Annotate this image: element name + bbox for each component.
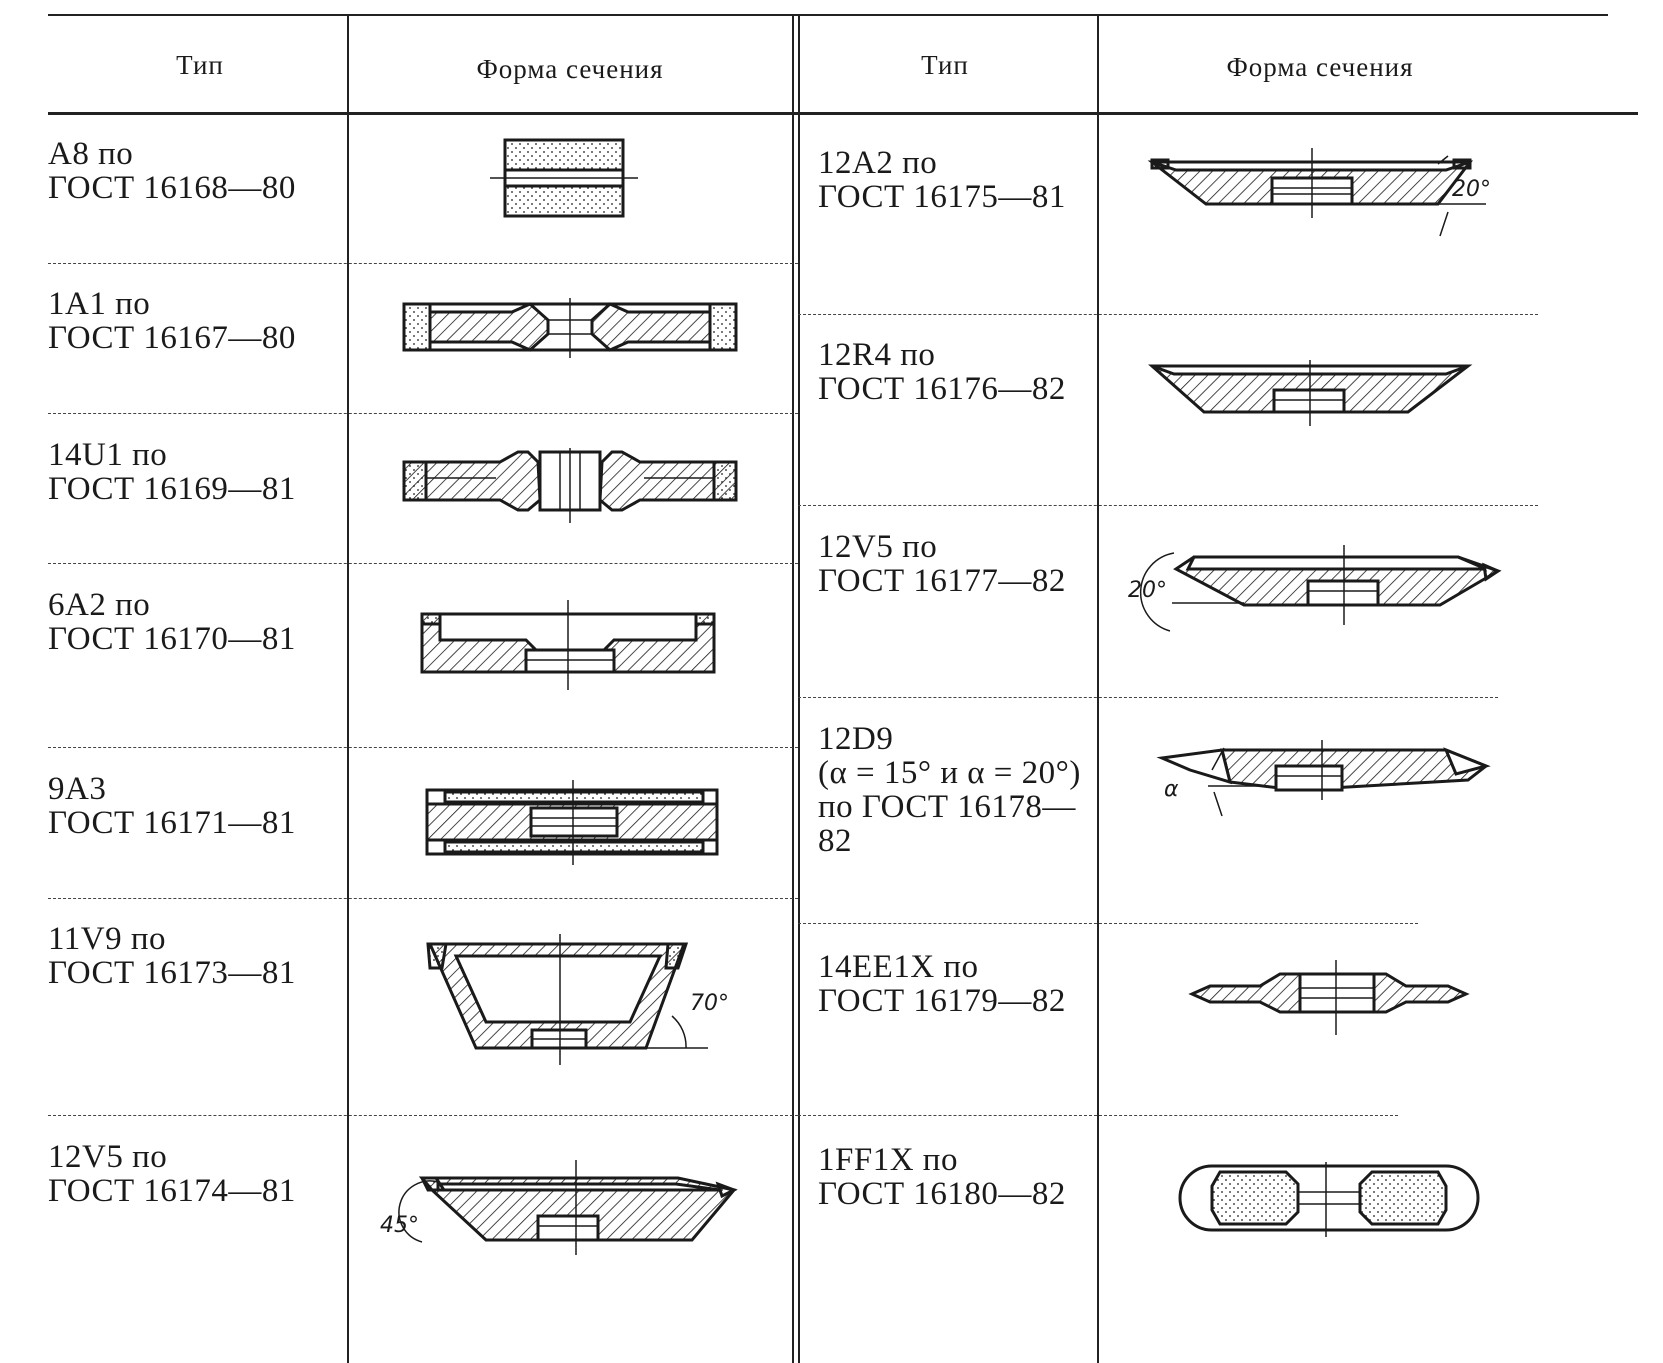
type-name: 14EE1X по bbox=[818, 949, 979, 985]
header-type-right: Тип bbox=[921, 50, 969, 80]
left-row-sep-2 bbox=[48, 413, 798, 414]
section-drawing-14u1 bbox=[402, 448, 738, 523]
type-label-12a2: 12A2 по ГОСТ 16175—81 bbox=[818, 146, 1066, 214]
type-label-1ff1x: 1FF1X по ГОСТ 16180—82 bbox=[818, 1143, 1066, 1211]
type-name: 12A2 по bbox=[818, 145, 938, 181]
section-drawing-12v5-left: 45° bbox=[380, 1160, 738, 1255]
header-section-left: Форма сечения bbox=[476, 54, 664, 84]
type-name: 12V5 по bbox=[48, 1139, 168, 1175]
type-label-11v9: 11V9 по ГОСТ 16173—81 bbox=[48, 922, 296, 990]
section-drawing-12r4 bbox=[1148, 360, 1473, 426]
type-label-6a2: 6A2 по ГОСТ 16170—81 bbox=[48, 588, 296, 656]
type-standard: ГОСТ 16170—81 bbox=[48, 621, 296, 657]
col-divider-center-a bbox=[792, 14, 794, 1363]
col-divider-center-b bbox=[798, 14, 800, 1363]
type-standard: ГОСТ 16176—82 bbox=[818, 371, 1066, 407]
section-drawing-6a2 bbox=[420, 600, 716, 690]
type-label-12r4: 12R4 по ГОСТ 16176—82 bbox=[818, 338, 1066, 406]
type-standard: ГОСТ 16180—82 bbox=[818, 1176, 1066, 1212]
right-row-sep-4 bbox=[798, 923, 1418, 924]
type-standard: ГОСТ 16174—81 bbox=[48, 1173, 296, 1209]
section-drawing-9a3 bbox=[425, 780, 719, 865]
type-standard: ГОСТ 16173—81 bbox=[48, 955, 296, 991]
type-label-12d9: 12D9 (α = 15° и α = 20°) по ГОСТ 16178— … bbox=[818, 722, 1081, 858]
type-standard: ГОСТ 16175—81 bbox=[818, 179, 1066, 215]
header-section-right: Форма сечения bbox=[1226, 52, 1414, 82]
section-drawing-a8 bbox=[490, 138, 638, 218]
type-label-12v5-left: 12V5 по ГОСТ 16174—81 bbox=[48, 1140, 296, 1208]
type-name: 1FF1X по bbox=[818, 1142, 958, 1178]
left-row-sep-4 bbox=[48, 747, 798, 748]
type-label-14u1: 14U1 по ГОСТ 16169—81 bbox=[48, 438, 296, 506]
right-row-sep-2 bbox=[798, 505, 1538, 506]
type-standard: ГОСТ 16171—81 bbox=[48, 805, 296, 841]
type-angle-note: (α = 15° и α = 20°) bbox=[818, 755, 1081, 791]
section-drawing-12d9: α bbox=[1156, 740, 1491, 817]
type-label-1a1: 1A1 по ГОСТ 16167—80 bbox=[48, 287, 296, 355]
angle-label-20-12a2: 20° bbox=[1452, 177, 1491, 202]
section-drawing-1ff1x bbox=[1178, 1162, 1480, 1237]
right-row-sep-1 bbox=[798, 314, 1538, 315]
header-type-left: Тип bbox=[176, 50, 224, 80]
type-name: 12R4 по bbox=[818, 337, 936, 373]
col-divider-3 bbox=[1097, 14, 1099, 1363]
left-row-sep-6 bbox=[48, 1115, 798, 1116]
section-drawing-11v9: 70° bbox=[426, 934, 729, 1065]
type-name: 1A1 по bbox=[48, 286, 151, 322]
angle-label-45: 45° bbox=[380, 1213, 419, 1238]
type-label-12v5-right: 12V5 по ГОСТ 16177—82 bbox=[818, 530, 1066, 598]
section-drawing-1a1 bbox=[402, 298, 738, 358]
section-drawing-12v5-right: 20° bbox=[1128, 545, 1502, 632]
type-standard: ГОСТ 16179—82 bbox=[818, 983, 1066, 1019]
section-drawing-12a2: 20° bbox=[1147, 148, 1491, 237]
header-bottom-rule bbox=[48, 112, 1638, 115]
type-label-14ee1x: 14EE1X по ГОСТ 16179—82 bbox=[818, 950, 1066, 1018]
type-name: 12V5 по bbox=[818, 529, 938, 565]
type-label-a8: A8 по ГОСТ 16168—80 bbox=[48, 137, 296, 205]
angle-label-70: 70° bbox=[690, 991, 729, 1016]
right-row-sep-3 bbox=[798, 697, 1498, 698]
type-standard: ГОСТ 16168—80 bbox=[48, 170, 296, 206]
left-row-sep-1 bbox=[48, 263, 798, 264]
type-standard: по ГОСТ 16178— bbox=[818, 789, 1076, 825]
type-label-9a3: 9A3 ГОСТ 16171—81 bbox=[48, 772, 296, 840]
type-standard: ГОСТ 16169—81 bbox=[48, 471, 296, 507]
angle-label-20-12v5: 20° bbox=[1128, 578, 1167, 603]
table-top-rule bbox=[48, 14, 1608, 16]
right-row-sep-5 bbox=[798, 1115, 1398, 1116]
type-name: 6A2 по bbox=[48, 587, 151, 623]
section-drawing-14ee1x bbox=[1188, 960, 1470, 1035]
type-standard: ГОСТ 16167—80 bbox=[48, 320, 296, 356]
left-row-sep-5 bbox=[48, 898, 798, 899]
type-name: 12D9 bbox=[818, 721, 894, 757]
col-divider-1 bbox=[347, 14, 349, 1363]
type-name: 9A3 bbox=[48, 771, 107, 807]
type-name: 14U1 по bbox=[48, 437, 168, 473]
type-name: 11V9 по bbox=[48, 921, 167, 957]
type-name: A8 по bbox=[48, 136, 134, 172]
angle-label-alpha: α bbox=[1164, 777, 1179, 802]
type-standard-year: 82 bbox=[818, 823, 852, 859]
type-standard: ГОСТ 16177—82 bbox=[818, 563, 1066, 599]
left-row-sep-3 bbox=[48, 563, 798, 564]
